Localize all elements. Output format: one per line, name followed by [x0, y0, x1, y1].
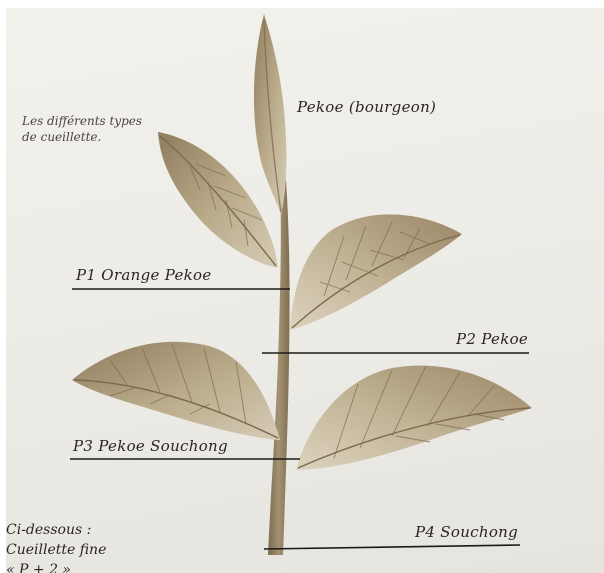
label-p4-souchong: P4 Souchong	[415, 525, 518, 540]
label-p3-pekoe-souchong: P3 Pekoe Souchong	[73, 439, 228, 454]
footnote-line-2: Cueillette fine	[6, 543, 106, 557]
label-p1-orange-pekoe: P1 Orange Pekoe	[76, 268, 212, 283]
footnote-line-1: Ci-dessous :	[6, 523, 91, 537]
caption-line-1: Les différents types	[22, 115, 142, 127]
caption-line-2: de cueillette.	[22, 131, 101, 143]
label-pekoe-bud: Pekoe (bourgeon)	[297, 100, 436, 115]
main-stem	[268, 180, 290, 555]
label-p2-pekoe: P2 Pekoe	[456, 332, 528, 347]
leaf-p2	[290, 214, 462, 330]
p4-leader-line	[264, 545, 520, 549]
footnote-line-3: « P + 2 »	[6, 563, 71, 573]
